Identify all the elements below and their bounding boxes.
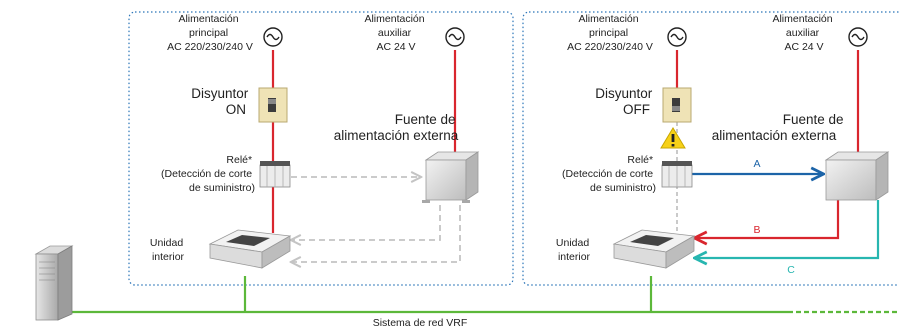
- panel-left-border: [128, 11, 514, 286]
- left-supply-to-unit-dashed-2: [292, 205, 461, 262]
- left-main-power-label: Alimentación principal AC 220/230/240 V: [167, 13, 253, 53]
- panel-right-border: [522, 11, 899, 286]
- right-aux-power-label: Alimentación auxiliar AC 24 V: [772, 13, 835, 53]
- left-indoor-unit-label: Unidad interior: [150, 237, 186, 263]
- right-line-b-label: B: [753, 224, 760, 236]
- right-line-c-label: C: [787, 264, 795, 276]
- right-relay-label: Relé* (Detección de corte de suministro): [562, 154, 656, 194]
- network-label: Sistema de red VRF: [373, 317, 468, 327]
- left-main-ac-source-icon: [263, 27, 283, 47]
- right-line-b: [696, 200, 840, 238]
- left-circuit-breaker-icon: [258, 87, 288, 123]
- right-main-power-label: Alimentación principal AC 220/230/240 V: [567, 13, 653, 53]
- right-external-supply-label: Fuente de alimentación externa: [712, 112, 848, 143]
- right-line-a-label: A: [753, 158, 760, 170]
- left-breaker-label: Disyuntor ON: [191, 86, 252, 117]
- outdoor-unit-icon: [34, 245, 74, 321]
- left-aux-ac-source-icon: [445, 27, 465, 47]
- warning-triangle-icon: [660, 127, 686, 149]
- right-main-ac-source-icon: [667, 27, 687, 47]
- left-relay-icon: [259, 161, 291, 188]
- right-circuit-breaker-icon: [662, 87, 692, 123]
- left-external-supply-label: Fuente de alimentación externa: [334, 112, 460, 143]
- right-line-c: [696, 200, 880, 258]
- right-aux-ac-source-icon: [848, 27, 868, 47]
- right-relay-icon: [661, 161, 693, 188]
- right-cassette-indoor-unit-icon: [612, 229, 696, 269]
- right-breaker-label: Disyuntor OFF: [595, 86, 656, 117]
- right-indoor-unit-label: Unidad interior: [556, 237, 592, 263]
- right-external-power-box-icon: [824, 151, 890, 201]
- left-aux-power-label: Alimentación auxiliar AC 24 V: [364, 13, 427, 53]
- left-relay-label: Relé* (Detección de corte de suministro): [161, 154, 255, 194]
- left-supply-to-unit-dashed-1: [292, 205, 441, 240]
- left-external-power-box-icon: [422, 151, 480, 203]
- left-cassette-indoor-unit-icon: [208, 229, 292, 269]
